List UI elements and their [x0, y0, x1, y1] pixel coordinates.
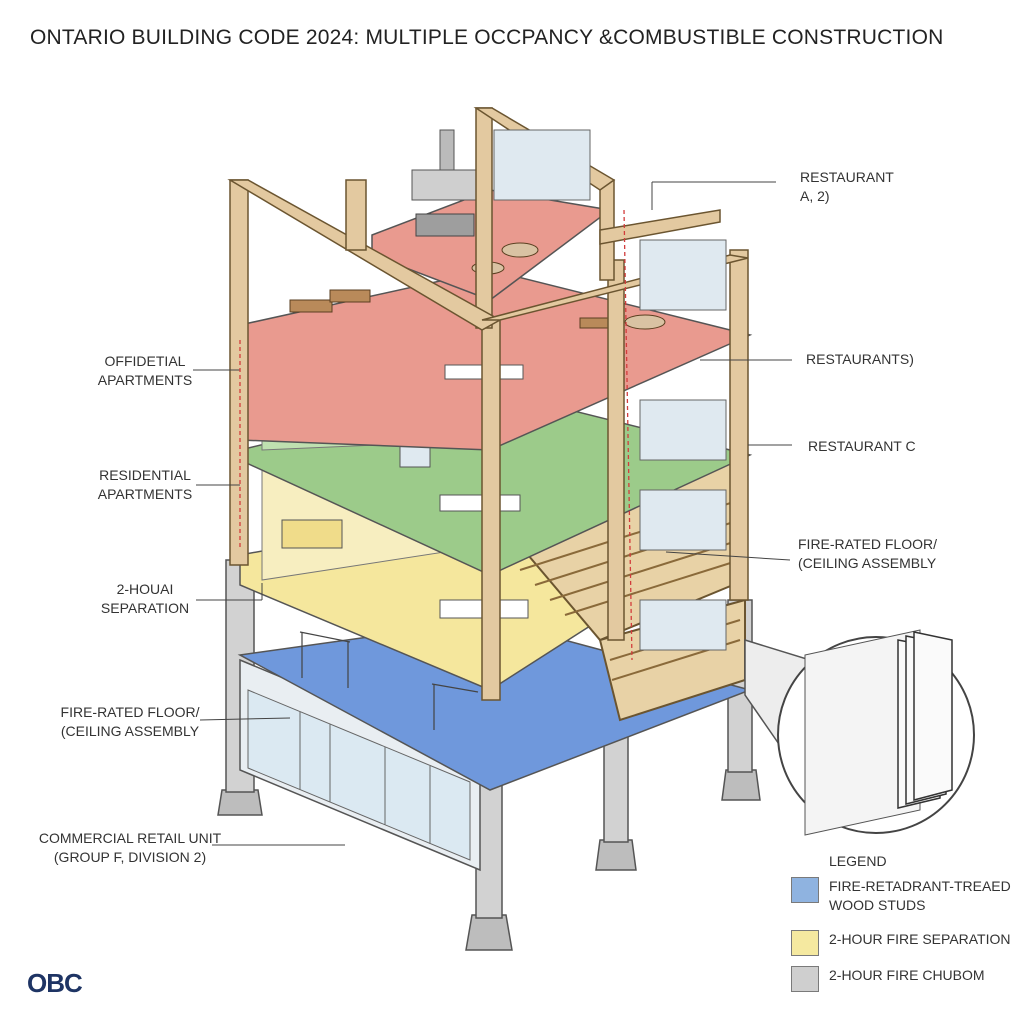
obc-logo: OBC: [27, 968, 83, 998]
label-commercial-retail-unit: COMMERCIAL RETAIL UNIT(GROUP F, DIVISION…: [38, 830, 222, 865]
dining-set-icons: [289, 289, 666, 330]
legend-item-fire-chubom: 2-HOUR FIRE CHUBOM: [791, 966, 985, 992]
legend-label: 2-HOUR FIRE CHUBOM: [829, 967, 985, 983]
leader-lines: [193, 181, 792, 846]
assembly-detail-callout: [744, 629, 975, 836]
fire-separation-markers: [239, 209, 633, 661]
legend-swatch-blue: [791, 877, 819, 903]
sofa-icon: [281, 519, 343, 549]
kitchen-hood-icon: [411, 129, 481, 237]
page-title: ONTARIO BUILDING CODE 2024: MULTIPLE OCC…: [30, 26, 944, 49]
legend-swatch-gray: [791, 966, 819, 992]
legend-title: LEGEND: [829, 853, 887, 869]
clothing-rack-icons: [299, 631, 479, 730]
label-fire-rated-floor-right: FIRE-RATED FLOOR/(CEILING ASSEMBLY: [798, 536, 937, 571]
concrete-footings: [217, 769, 761, 951]
legend-swatch-yellow: [791, 930, 819, 956]
tv-icon: [399, 444, 431, 468]
desk-icon: [439, 494, 521, 512]
label-restaurants: RESTAURANTS): [806, 351, 914, 367]
window-panes: [493, 129, 727, 651]
label-restaurant-c: RESTAURANT C: [808, 438, 916, 454]
legend-label: 2-HOUR FIRE SEPARATION: [829, 931, 1011, 947]
label-fire-rated-floor-left: FIRE-RATED FLOOR/(CEILING ASSEMBLY: [60, 704, 200, 739]
legend-item-fire-separation: 2-HOUR FIRE SEPARATION: [791, 930, 1011, 956]
